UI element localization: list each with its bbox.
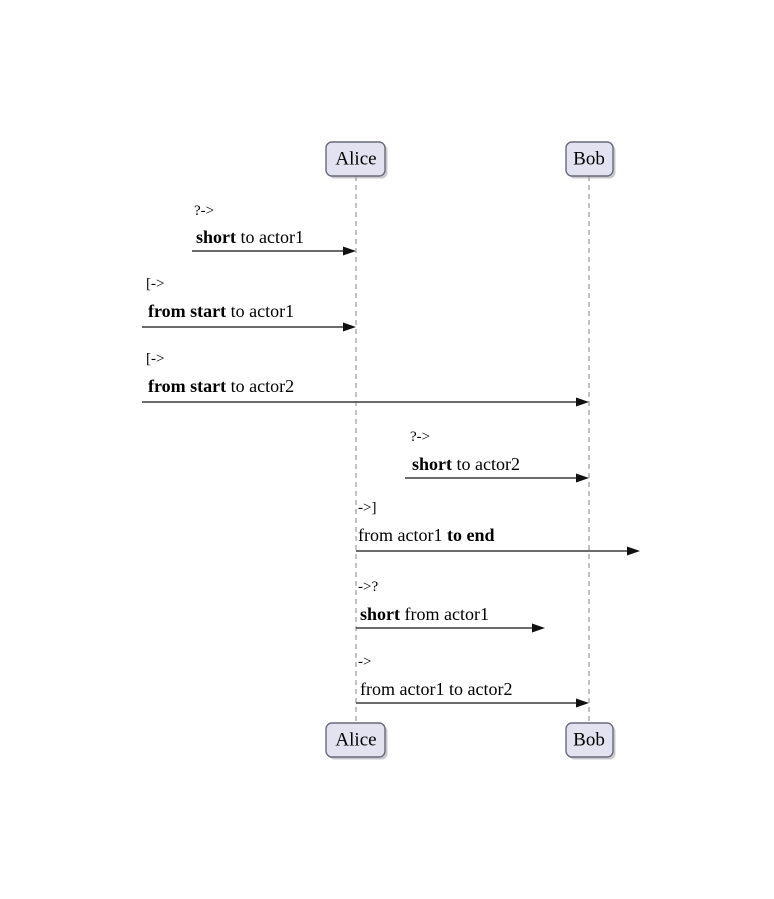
actor-box-actor2-top[interactable]: Bob xyxy=(565,141,616,179)
message-6[interactable]: ->? short from actor1 xyxy=(356,579,545,633)
message-7[interactable]: -> from actor1 to actor2 xyxy=(356,654,589,708)
message-syntax-label: ->] xyxy=(358,500,376,516)
message-text-label: short to actor2 xyxy=(412,454,520,474)
message-arrowhead xyxy=(576,473,589,483)
message-arrowhead xyxy=(343,322,356,332)
message-1[interactable]: ?-> short to actor1 xyxy=(192,203,356,256)
message-syntax-label: [-> xyxy=(146,276,164,292)
lifelines-layer xyxy=(355,176,590,723)
message-syntax-label: ?-> xyxy=(194,203,214,219)
message-text-label: from actor1 to end xyxy=(358,525,494,545)
actor-box-rect xyxy=(565,141,614,177)
message-arrowhead xyxy=(627,546,640,556)
message-arrowhead xyxy=(532,623,545,633)
message-syntax-label: ?-> xyxy=(410,429,430,445)
actor-label-actor2: Bob xyxy=(573,729,605,750)
actor-box-actor1-top[interactable]: Alice xyxy=(325,141,388,179)
message-text-label: short to actor1 xyxy=(196,227,304,247)
message-text-label: short from actor1 xyxy=(360,604,489,624)
message-4[interactable]: ?-> short to actor2 xyxy=(405,429,589,483)
actor-box-rect xyxy=(325,141,386,177)
message-text-label: from start to actor2 xyxy=(148,376,294,396)
message-syntax-label: -> xyxy=(358,654,371,670)
actor-label-actor1: Alice xyxy=(335,729,376,750)
message-text-label: from start to actor1 xyxy=(148,301,294,321)
message-3[interactable]: [-> from start to actor2 xyxy=(142,351,589,407)
message-2[interactable]: [-> from start to actor1 xyxy=(142,276,356,332)
messages-layer: ?-> short to actor1 [-> from start to actor… xyxy=(142,203,640,708)
message-arrowhead xyxy=(576,397,589,407)
actor-box-rect xyxy=(325,722,386,758)
message-5[interactable]: ->] from actor1 to end xyxy=(356,500,640,556)
actor-box-rect xyxy=(565,722,614,758)
actor-box-actor2-bottom[interactable]: Bob xyxy=(565,722,616,760)
message-syntax-label: ->? xyxy=(358,579,378,595)
message-arrowhead xyxy=(576,698,589,708)
actor-box-actor1-bottom[interactable]: Alice xyxy=(325,722,388,760)
actor-label-actor1: Alice xyxy=(335,148,376,169)
message-text-label: from actor1 to actor2 xyxy=(360,679,512,699)
message-syntax-label: [-> xyxy=(146,351,164,367)
message-arrowhead xyxy=(343,246,356,256)
actor-label-actor2: Bob xyxy=(573,148,605,169)
